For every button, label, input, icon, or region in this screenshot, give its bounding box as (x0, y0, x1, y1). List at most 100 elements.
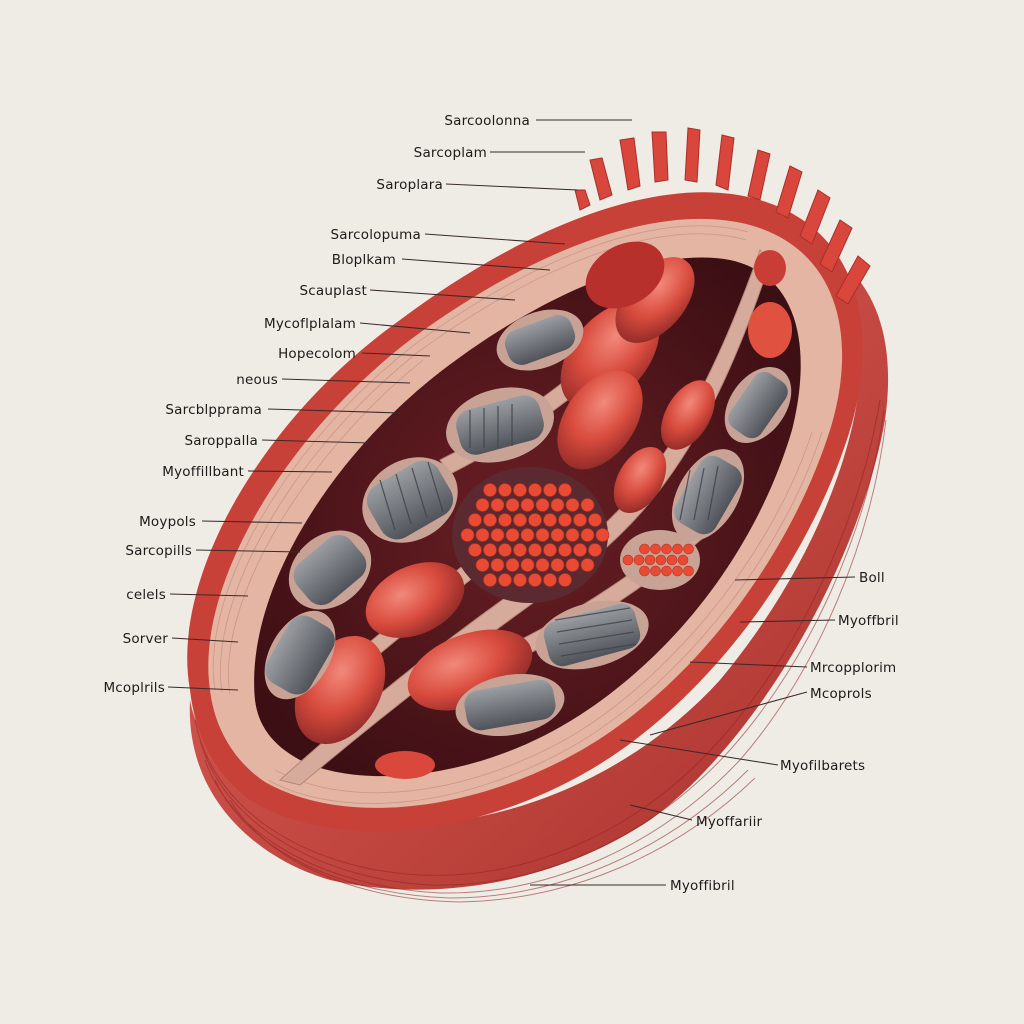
central-nucleus-dot (505, 558, 520, 572)
small-nucleus-dot (672, 543, 683, 555)
central-nucleus-dot (468, 513, 482, 527)
central-nucleus-dot (580, 528, 595, 542)
central-nucleus-dot (505, 528, 520, 542)
label-sarcolemma: Sarcoolonna (444, 113, 530, 129)
central-nucleus-dot (475, 528, 490, 542)
central-nucleus-dot (520, 498, 535, 512)
label-sarcopills: Sarcopills (125, 543, 192, 559)
central-nucleus-dot (565, 498, 580, 512)
central-nucleus-dot (498, 573, 512, 587)
small-nucleus-dot (677, 554, 689, 566)
central-nucleus-dot (565, 528, 580, 542)
central-nucleus-dot (528, 483, 542, 497)
central-nucleus-dot (558, 573, 572, 587)
central-nucleus-dot (543, 483, 557, 497)
central-nucleus-dot (498, 513, 512, 527)
central-nucleus-dot (505, 498, 520, 512)
small-nucleus-dot (650, 543, 661, 555)
label-celels: celels (126, 587, 166, 603)
central-nucleus-dot (588, 543, 602, 557)
central-nucleus-dot (528, 573, 542, 587)
central-nucleus-dot (550, 528, 565, 542)
label-scauplast: Scauplast (299, 283, 367, 299)
central-nucleus-dot (558, 543, 572, 557)
small-nucleus-dot (661, 565, 672, 577)
outer-fiber-wall (189, 270, 889, 903)
central-nucleus-dot (513, 483, 527, 497)
small-nucleus-dot (666, 554, 678, 566)
central-nucleus-dot (475, 498, 490, 512)
central-nucleus-dot (483, 483, 497, 497)
central-nucleus-dot (490, 498, 505, 512)
small-nucleus-dot (661, 543, 672, 555)
label-boll: Boll (859, 570, 885, 586)
label-myofilbarets: Myofilbarets (780, 758, 865, 774)
central-nucleus-dot (543, 573, 557, 587)
small-nucleus-dot (683, 543, 694, 555)
central-nucleus-dot (498, 543, 512, 557)
small-nucleus-dot (683, 565, 694, 577)
central-nucleus-dot (483, 573, 497, 587)
label-myoffbril: Myoffbril (838, 613, 899, 629)
label-bloplkam: Bloplkam (332, 252, 396, 268)
nucleus-clusters (452, 467, 700, 603)
label-moypols: Moypols (139, 514, 196, 530)
small-nucleus-dot (672, 565, 683, 577)
central-nucleus-dot (535, 498, 550, 512)
label-mrcopplorim: Mrcopplorim (810, 660, 896, 676)
central-nucleus-dot (468, 543, 482, 557)
label-sarcolopuma: Sarcolopuma (330, 227, 421, 243)
label-myoffariir: Myoffariir (696, 814, 763, 830)
label-sorver: Sorver (123, 631, 169, 647)
label-neous: neous (236, 372, 278, 388)
label-sarcblpprama: Sarcblpprama (165, 402, 262, 418)
small-nucleus-dot (633, 554, 645, 566)
central-nucleus-dot (528, 513, 542, 527)
central-nucleus-dot (513, 573, 527, 587)
central-nucleus-dot (595, 528, 610, 542)
central-nucleus-dot (498, 483, 512, 497)
central-nucleus-dot (558, 513, 572, 527)
central-nucleus-dot (588, 513, 602, 527)
labels-left: Sarcoolonna Sarcoplam Saroplara Sarcolop… (103, 113, 530, 696)
central-nucleus-dot (580, 498, 595, 512)
label-myoffillbant: Myoffillbant (162, 464, 244, 480)
label-sarcoplasm: Sarcoplam (414, 145, 487, 161)
small-nucleus-dot (655, 554, 667, 566)
label-mycoflplalam: Mycoflplalam (264, 316, 356, 332)
central-nucleus-dot (543, 543, 557, 557)
central-nucleus-dot (483, 543, 497, 557)
small-nucleus-dot (644, 554, 656, 566)
leader-lines (167, 119, 856, 886)
central-nucleus-dot (558, 483, 572, 497)
central-nucleus-dot (460, 528, 475, 542)
central-nucleus-dot (535, 528, 550, 542)
small-nucleus-dot (639, 543, 650, 555)
small-nucleus-dot (639, 565, 650, 577)
central-nucleus-dot (483, 513, 497, 527)
label-mcoprols: Mcoprols (810, 686, 872, 702)
central-nucleus-dot (475, 558, 490, 572)
central-nucleus-dot (550, 498, 565, 512)
central-nucleus-dot (520, 528, 535, 542)
central-nucleus-dot (513, 513, 527, 527)
membrane-fringe (574, 127, 871, 305)
central-nucleus-dot (543, 513, 557, 527)
central-nucleus-dot (535, 558, 550, 572)
central-nucleus-dot (550, 558, 565, 572)
label-mcoplrils: Mcoplrils (103, 680, 165, 696)
label-saroppalla: Saroppalla (184, 433, 258, 449)
central-nucleus-dot (528, 543, 542, 557)
small-nucleus-dot (650, 565, 661, 577)
central-nucleus-dot (520, 558, 535, 572)
label-hopecolom: Hopecolom (278, 346, 356, 362)
central-nucleus-dot (490, 558, 505, 572)
label-saroplara: Saroplara (376, 177, 443, 193)
label-myoffibril: Myoffibril (670, 878, 735, 894)
central-nucleus-dot (565, 558, 580, 572)
labels-right: Boll Myoffbril Mrcopplorim Mcoprols Myof… (670, 570, 899, 894)
central-nucleus-dot (573, 513, 587, 527)
central-nucleus-dot (490, 528, 505, 542)
myofibril-bundles (264, 309, 792, 737)
